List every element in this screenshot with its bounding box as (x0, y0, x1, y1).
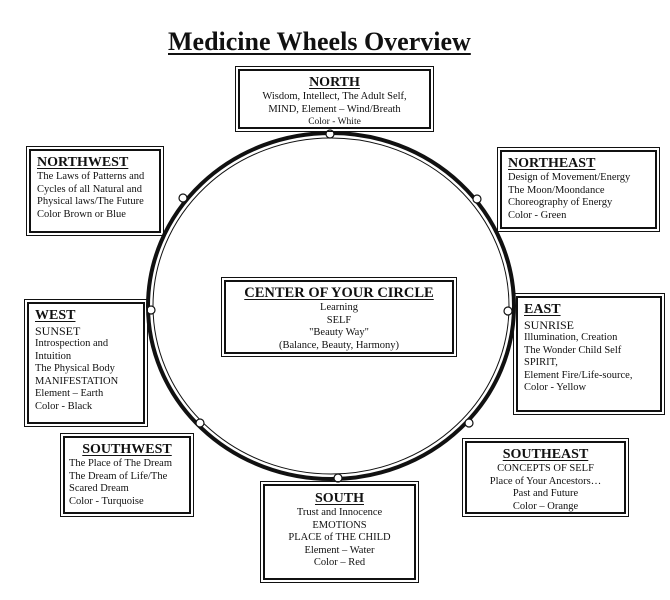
west-box: WEST SUNSET Introspection and Intuition … (24, 299, 148, 427)
center-box: CENTER OF YOUR CIRCLE Learning SELF "Bea… (221, 277, 457, 357)
east-subheading: SUNRISE (524, 318, 575, 332)
east-line: SPIRIT, (524, 357, 558, 368)
west-line: The Physical Body (35, 363, 115, 374)
southeast-color: Color – Orange (512, 500, 579, 512)
southwest-line: The Place of The Dream (69, 458, 173, 469)
west-subheading: SUNSET (35, 324, 81, 338)
north-heading: NORTH (309, 75, 360, 90)
southwest-heading: SOUTHWEST (82, 442, 172, 457)
marker-dot-east (503, 306, 513, 316)
east-color: Color - Yellow (524, 382, 587, 393)
west-heading: WEST (35, 308, 76, 323)
east-line: Element Fire/Life-source, (524, 369, 633, 381)
south-line: EMOTIONS (312, 519, 367, 531)
center-line: "Beauty Way" (309, 327, 369, 338)
south-line: Element – Water (304, 544, 375, 556)
northwest-box: NORTHWEST The Laws of Patterns and Cycle… (26, 146, 164, 236)
marker-dot-northeast (472, 194, 482, 204)
southwest-line: Scared Dream (69, 483, 129, 494)
northeast-box: NORTHEAST Design of Movement/Energy The … (497, 147, 660, 232)
southwest-line: The Dream of Life/The (69, 470, 168, 482)
east-box: EAST SUNRISE Illumination, Creation The … (513, 293, 665, 415)
marker-dot-west (146, 305, 156, 315)
marker-dot-northwest (178, 193, 188, 203)
east-line: The Wonder Child Self (524, 344, 622, 356)
northeast-color: Color - Green (508, 209, 567, 221)
west-line: Intuition (35, 350, 72, 362)
south-heading: SOUTH (314, 491, 364, 506)
northwest-line: Physical laws/The Future (37, 196, 144, 207)
marker-dot-southeast (464, 418, 474, 428)
northeast-heading: NORTHEAST (508, 156, 596, 171)
southwest-color: Color - Turquoise (69, 495, 144, 507)
northeast-line: The Moon/Moondance (508, 184, 605, 196)
south-line: Trust and Innocence (296, 507, 383, 518)
south-line: PLACE of THE CHILD (288, 532, 391, 543)
north-color: Color - White (308, 117, 361, 127)
southeast-line: Place of Your Ancestors… (489, 475, 602, 487)
south-color: Color – Red (313, 557, 366, 568)
northeast-line: Choreography of Energy (508, 197, 613, 208)
center-line: Learning (320, 302, 358, 313)
southeast-line: CONCEPTS OF SELF (497, 463, 594, 474)
center-heading: CENTER OF YOUR CIRCLE (244, 285, 434, 301)
north-line: MIND, Element – Wind/Breath (268, 103, 401, 115)
west-color: Color - Black (35, 400, 93, 412)
west-line: Introspection and (35, 338, 109, 349)
east-line: Illumination, Creation (524, 332, 618, 343)
southeast-heading: SOUTHEAST (502, 447, 589, 462)
south-box: SOUTH Trust and Innocence EMOTIONS PLACE… (260, 481, 419, 583)
north-box: NORTH Wisdom, Intellect, The Adult Self,… (235, 66, 434, 132)
marker-dot-southwest (195, 418, 205, 428)
page-title: Medicine Wheels Overview (168, 27, 471, 56)
southeast-box: SOUTHEAST CONCEPTS OF SELF Place of Your… (462, 438, 629, 517)
northwest-heading: NORTHWEST (37, 155, 129, 170)
north-line: Wisdom, Intellect, The Adult Self, (262, 91, 407, 102)
west-line: Element – Earth (35, 388, 104, 399)
southeast-line: Past and Future (512, 488, 579, 499)
marker-dot-north (325, 129, 335, 139)
center-line: (Balance, Beauty, Harmony) (278, 339, 400, 351)
northwest-line: Cycles of all Natural and (37, 183, 142, 195)
marker-dot-south (333, 473, 343, 483)
west-line: MANIFESTATION (35, 375, 119, 387)
northwest-line: The Laws of Patterns and (37, 171, 145, 182)
southwest-box: SOUTHWEST The Place of The Dream The Dre… (60, 433, 194, 517)
east-heading: EAST (524, 302, 561, 317)
northwest-color: Color Brown or Blue (37, 208, 126, 220)
northeast-line: Design of Movement/Energy (508, 172, 631, 183)
center-line: SELF (326, 314, 352, 326)
